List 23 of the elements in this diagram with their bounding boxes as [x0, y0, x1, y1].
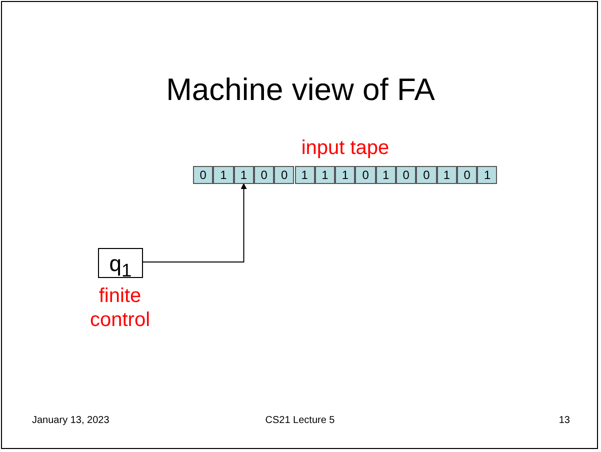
- tape-cell: 0: [456, 166, 478, 184]
- tape-cell: 1: [335, 166, 356, 184]
- tape-cell: 0: [254, 166, 274, 184]
- tape-cell: 0: [396, 166, 416, 184]
- tape-cell: 1: [376, 166, 396, 184]
- tape-cell: 0: [193, 166, 214, 184]
- state-box: q$_{1}$: [98, 248, 143, 278]
- tape-cell: 1: [213, 166, 234, 184]
- slide-title: Machine view of FA: [165, 72, 436, 108]
- tape-cell: 0: [274, 166, 294, 184]
- footer-text: January 13, 2023: [32, 415, 110, 426]
- tape-cell: 1: [477, 166, 498, 184]
- tape-cell: 1: [436, 166, 457, 184]
- footer-text: 13: [558, 415, 570, 426]
- tape-cell: 0: [416, 166, 437, 184]
- tape-cell: 0: [355, 166, 376, 184]
- footer-text: CS21 Lecture 5: [264, 415, 336, 426]
- tape-cell: 1: [234, 166, 254, 184]
- tape-cell: 1: [314, 166, 336, 184]
- arrow: [142, 183, 247, 262]
- state-caption: finite control: [88, 284, 152, 332]
- tape-label: input tape: [300, 136, 390, 160]
- tape-cell: 1: [294, 166, 315, 184]
